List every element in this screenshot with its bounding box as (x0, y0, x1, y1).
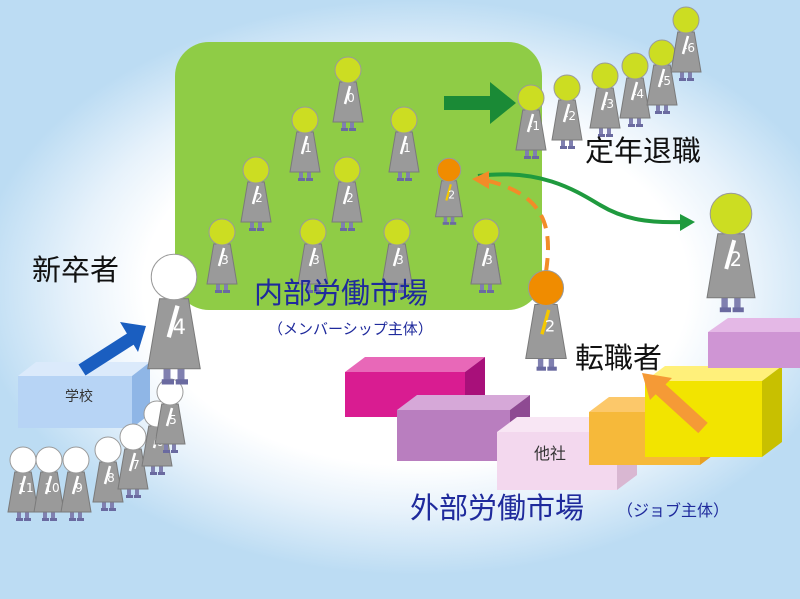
retirees-person: -6 (670, 6, 702, 81)
person-number-label: -3 (602, 97, 614, 111)
employees-person: 2 (240, 156, 272, 231)
employees-person: 3 (470, 218, 502, 293)
retirement-arrow (444, 82, 516, 124)
person-number-label: -2 (564, 109, 576, 123)
person-number-label: 2 (255, 191, 263, 205)
outsiders-person: 2 (706, 192, 756, 313)
retirees-person: -4 (619, 52, 651, 127)
external-market-sublabel: （ジョブ主体） (617, 501, 730, 520)
arrows (78, 82, 708, 434)
external-market-label: 外部労働市場 (410, 491, 585, 525)
person-number-label: 3 (312, 253, 320, 267)
person-number-label: -1 (528, 119, 540, 133)
retirees-person: -2 (551, 74, 583, 149)
outsiders-person: 2 (525, 269, 567, 371)
people-layer: 111098765401122233333-1-2-3-4-5-622 (7, 6, 756, 521)
retirees-person: -1 (515, 84, 547, 159)
other-company-label: 他社 (534, 444, 567, 463)
employees-person: 3 (206, 218, 238, 293)
school-box (18, 362, 150, 428)
person-number-label: -5 (659, 74, 671, 88)
outflow-curve-arrow (477, 172, 683, 225)
person-number-label: 4 (173, 315, 186, 339)
person-number-label: 7 (132, 458, 140, 472)
employees-person: 2 (434, 157, 464, 225)
person-number-label: 2 (346, 191, 354, 205)
person-number-label: 0 (347, 91, 355, 105)
school-to-work-arrow (78, 322, 146, 376)
employees-person: 3 (381, 218, 413, 293)
person-number-label: 1 (304, 141, 312, 155)
person-number-label: 3 (396, 253, 404, 267)
retirement-label: 定年退職 (585, 134, 702, 168)
students-person: 11 (7, 446, 39, 521)
employees-person: 1 (388, 106, 420, 181)
retirees-person: -5 (646, 39, 678, 114)
school-label: 学校 (65, 389, 93, 405)
students-person: 8 (92, 436, 124, 511)
employees-person: 3 (297, 218, 329, 293)
person-number-label: 8 (107, 471, 115, 485)
person-number-label: 5 (169, 413, 177, 427)
company-box-lilac (708, 318, 800, 368)
person-number-label: 11 (18, 481, 33, 495)
retirees-person: -3 (589, 62, 621, 137)
students-person: 4 (147, 253, 201, 385)
person-number-label: -6 (683, 41, 695, 55)
person-number-label: 9 (75, 481, 83, 495)
internal-market-label: 内部労働市場 (254, 276, 429, 310)
employees-person: 2 (331, 156, 363, 231)
person-number-label: 3 (221, 253, 229, 267)
external-market-boxes (345, 318, 800, 490)
job-changer-label: 転職者 (575, 341, 663, 375)
company-to-changer-arrow (642, 373, 708, 434)
person-number-label: 1 (403, 141, 411, 155)
employees-person: 1 (289, 106, 321, 181)
inflow-dashed-arrow (484, 178, 550, 273)
internal-market-sublabel: （メンバーシップ主体） (268, 320, 433, 338)
person-number-label: 10 (44, 481, 59, 495)
students-person: 7 (117, 423, 149, 498)
students-person: 5 (154, 378, 186, 453)
person-number-label: 2 (545, 317, 555, 336)
students-person: 9 (60, 446, 92, 521)
new-graduates-label: 新卒者 (32, 253, 120, 287)
students-person: 10 (33, 446, 65, 521)
person-number-label: 2 (730, 248, 742, 271)
employees-person: 0 (332, 56, 364, 131)
person-number-label: 2 (448, 189, 455, 202)
person-number-label: -4 (632, 87, 644, 101)
person-number-label: 3 (485, 253, 493, 267)
